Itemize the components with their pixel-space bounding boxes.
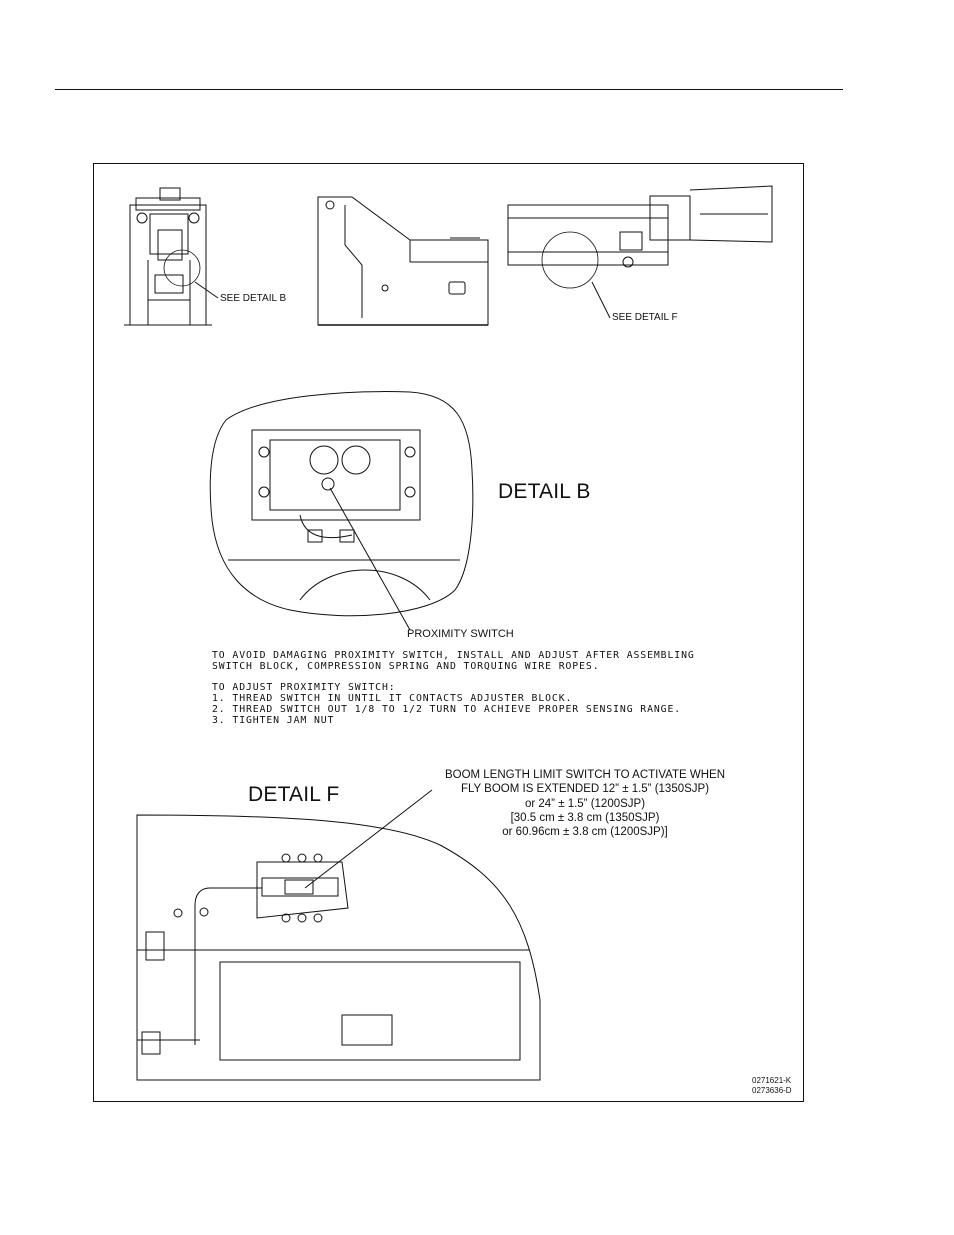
- spec-line: or 24” ± 1.5” (1200SJP): [524, 797, 646, 810]
- limit-switch-spec: BOOM LENGTH LIMIT SWITCH TO ACTIVATE WHE…: [425, 768, 745, 839]
- see-detail-b-callout: SEE DETAIL B: [220, 293, 287, 304]
- part-number: 0271621-K: [752, 1076, 792, 1085]
- boom-view-drawing: [507, 185, 773, 319]
- see-detail-f-callout: SEE DETAIL F: [612, 312, 678, 323]
- note-line: TO ADJUST PROXIMITY SWITCH:: [212, 682, 396, 693]
- detail-b-drawing: [209, 391, 474, 631]
- note-line: SWITCH BLOCK, COMPRESSION SPRING AND TOR…: [212, 661, 600, 672]
- side-view-drawing: [317, 196, 489, 326]
- proximity-switch-label: PROXIMITY SWITCH: [407, 628, 514, 640]
- part-number: 0273636-D: [752, 1086, 792, 1095]
- detail-f-drawing: [136, 789, 541, 1081]
- note-line: TO AVOID DAMAGING PROXIMITY SWITCH, INST…: [212, 650, 695, 661]
- detail-b-title: DETAIL B: [498, 480, 591, 503]
- header-rule: [55, 89, 843, 90]
- figure-frame: [93, 163, 804, 1102]
- front-view-drawing: [124, 187, 219, 326]
- spec-line: BOOM LENGTH LIMIT SWITCH TO ACTIVATE WHE…: [444, 769, 726, 781]
- spec-line: or 60.96cm ± 3.8 cm (1200SJP)]: [502, 826, 668, 839]
- part-numbers: 0271621-K 0273636-D: [752, 1076, 792, 1096]
- note-line: 1. THREAD SWITCH IN UNTIL IT CONTACTS AD…: [212, 693, 573, 704]
- note-line: 2. THREAD SWITCH OUT 1/8 TO 1/2 TURN TO …: [212, 704, 682, 715]
- detail-f-title: DETAIL F: [248, 783, 340, 806]
- spec-line: [30.5 cm ± 3.8 cm (1350SJP): [510, 811, 660, 824]
- note-line: 3. TIGHTEN JAM NUT: [212, 715, 335, 726]
- spec-line: FLY BOOM IS EXTENDED 12” ± 1.5” (1350SJP…: [460, 783, 710, 796]
